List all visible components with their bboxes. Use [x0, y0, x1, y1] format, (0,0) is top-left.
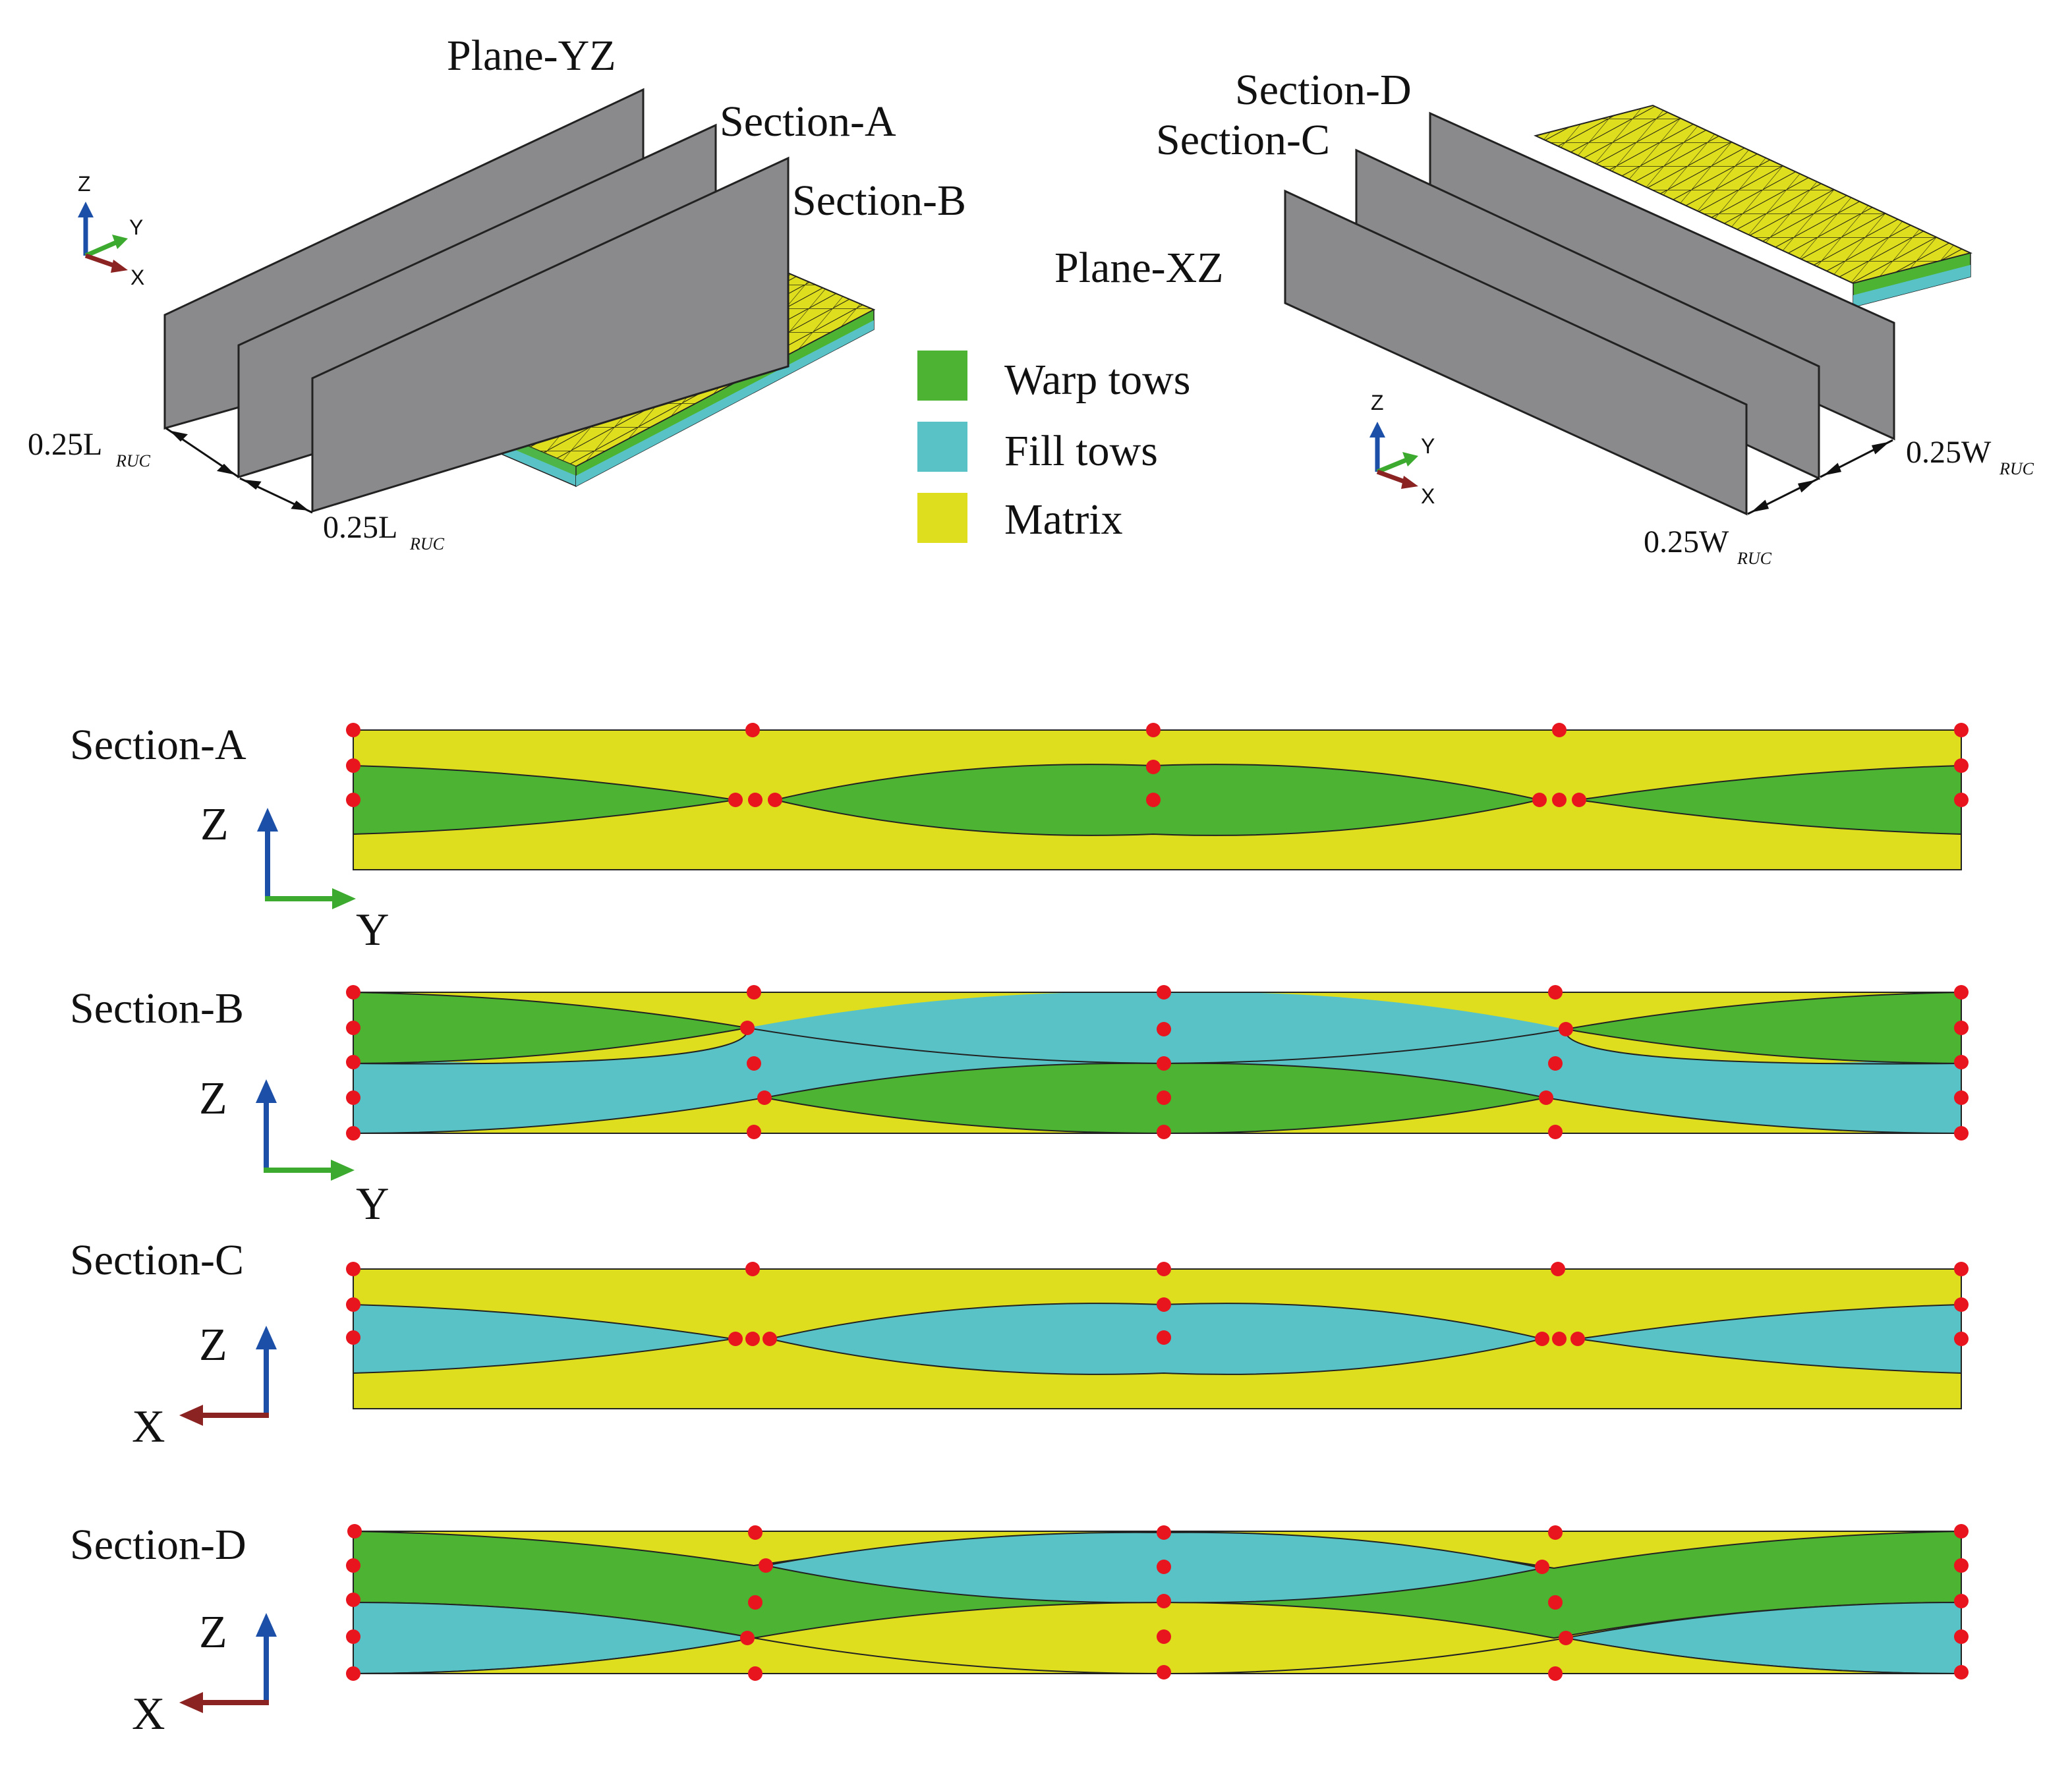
dim-label-right-2: 0.25W [1644, 524, 1729, 559]
section-c-z-label: Z [199, 1320, 227, 1370]
section-c-x-label: X [132, 1401, 165, 1452]
section-d-x-label: X [132, 1689, 165, 1739]
section-d-nodes [346, 1524, 1969, 1681]
top-right-3d-view: Section-D Section-C Plane-XZ 0.25W RUC 0… [1054, 66, 2034, 568]
triad-right-y-label: Y [1421, 434, 1435, 458]
section-c-label: Section-C [1156, 116, 1330, 164]
dim-label-2-sub: RUC [409, 534, 445, 553]
section-c-title: Section-C [70, 1236, 244, 1284]
plane-yz-label: Plane-YZ [447, 32, 616, 80]
plane-xz-panel [1284, 189, 1748, 516]
section-b-y-label: Y [356, 1179, 389, 1229]
section-c-nodes [346, 1262, 1969, 1346]
section-d-label: Section-D [1235, 66, 1412, 114]
section-b-z-label: Z [199, 1073, 227, 1124]
slab-right-main [1534, 104, 1972, 308]
legend-label-fill: Fill tows [1004, 427, 1158, 475]
section-c-axes: Z X [132, 1320, 277, 1452]
coordinate-triad-left: Z Y X [78, 172, 144, 289]
section-c: Section-C Z X [70, 1236, 1969, 1452]
legend-swatch-matrix [917, 493, 967, 543]
dim-label-right-2-sub: RUC [1737, 549, 1772, 568]
triad-z-label: Z [78, 172, 91, 196]
section-d: Section-D Z X [70, 1521, 1969, 1739]
legend-swatch-warp [917, 351, 967, 401]
section-d-z-label: Z [199, 1607, 227, 1658]
dim-label-1: 0.25L [28, 427, 102, 462]
dim-label-right-1-sub: RUC [1999, 459, 2034, 478]
dim-label-1-sub: RUC [115, 451, 151, 470]
triad-right-z-label: Z [1371, 391, 1384, 414]
section-b-nodes [346, 985, 1969, 1141]
top-left-3d-view: Plane-YZ Section-A Section-B 0.25L RUC 0… [28, 32, 966, 553]
triad-right-x-label: X [1421, 484, 1435, 508]
dim-label-right-1: 0.25W [1906, 435, 1992, 470]
section-a-z-label: Z [200, 799, 229, 850]
triad-x-label: X [130, 266, 144, 289]
legend: Warp tows Fill tows Matrix [917, 351, 1190, 544]
section-b-panel [311, 156, 790, 513]
section-a: Section-A Z Y [70, 721, 1969, 955]
section-b-label: Section-B [792, 177, 966, 225]
legend-label-warp: Warp tows [1004, 356, 1190, 404]
section-d-axes: Z X [132, 1607, 277, 1739]
coordinate-triad-right: Z Y X [1369, 391, 1435, 508]
legend-swatch-fill [917, 422, 967, 472]
section-b-fill-tow-upper [747, 992, 1566, 1063]
section-a-axes: Z Y [200, 799, 389, 955]
dimension-lines-right [1747, 439, 1893, 515]
section-a-title: Section-A [70, 721, 246, 769]
section-b: Section-B Z Y [70, 984, 1969, 1229]
section-b-axes: Z Y [199, 1073, 389, 1229]
section-d-title: Section-D [70, 1521, 246, 1569]
cross-sections: Section-A Z Y [70, 721, 1969, 1739]
plane-xz-label: Plane-XZ [1054, 244, 1224, 292]
dimension-lines-left [165, 427, 313, 514]
section-a-y-label: Y [356, 905, 389, 955]
section-a-nodes [346, 723, 1969, 807]
legend-label-matrix: Matrix [1004, 495, 1123, 544]
section-b-title: Section-B [70, 984, 244, 1032]
dim-label-2: 0.25L [323, 510, 397, 545]
triad-y-label: Y [129, 215, 143, 239]
section-a-label: Section-A [720, 98, 896, 146]
